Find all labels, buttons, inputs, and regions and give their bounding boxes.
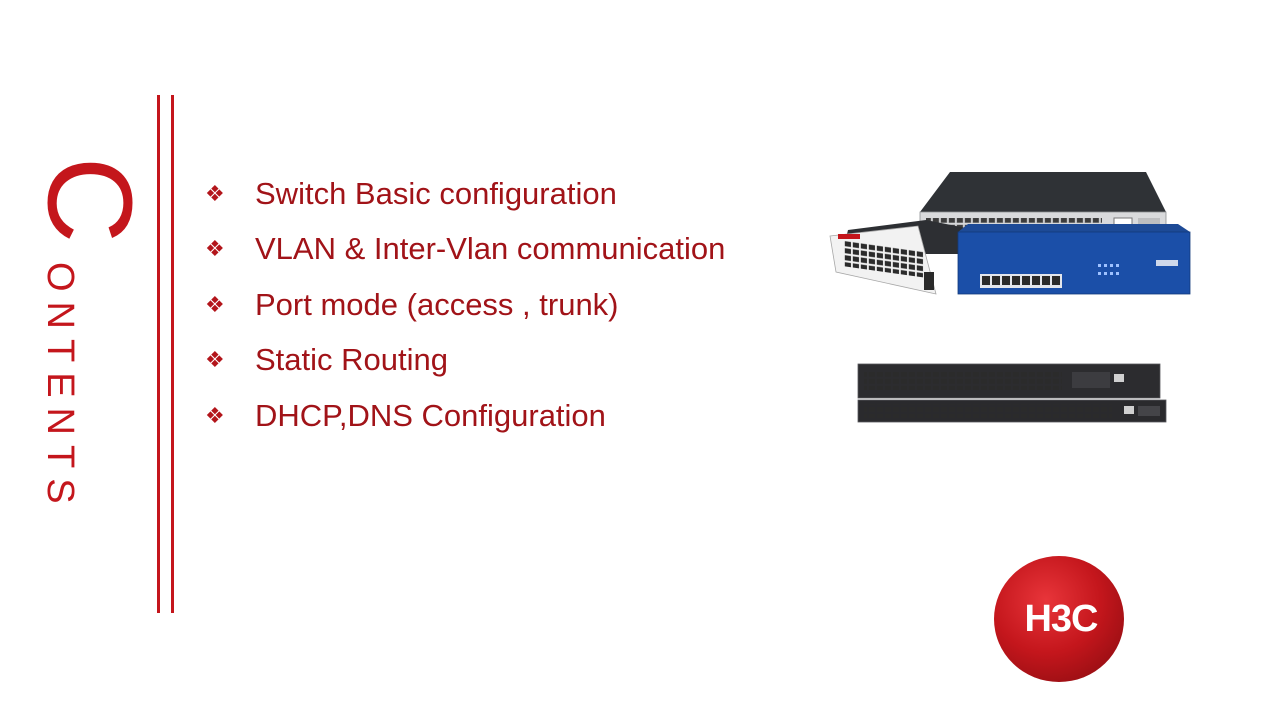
list-item-text: Static Routing [255,342,448,378]
list-item: ❖ DHCP,DNS Configuration [205,388,725,444]
list-item: ❖ Static Routing [205,333,725,389]
title-rest: ONTENTS [39,262,81,514]
list-item-text: Switch Basic configuration [255,175,617,211]
bullet-diamond-icon: ❖ [205,236,225,262]
bullet-diamond-icon: ❖ [205,180,225,206]
bullet-diamond-icon: ❖ [205,291,225,317]
title-first-letter: C [28,157,156,244]
switch-top-cover [920,172,1166,212]
list-item-text: Port mode (access , trunk) [255,286,619,322]
svg-text:H3C: H3C [1024,598,1098,640]
bullet-diamond-icon: ❖ [205,402,225,428]
contents-list: ❖ Switch Basic configuration ❖ VLAN & In… [205,166,725,444]
divider-line-left [157,95,160,613]
list-item: ❖ Switch Basic configuration [205,166,725,222]
h3c-logo: H3C [994,556,1124,682]
divider-line-right [171,95,174,613]
title-first-letter-text: C [28,157,156,244]
list-item-text: DHCP,DNS Configuration [255,397,606,433]
bullet-diamond-icon: ❖ [205,347,225,373]
list-item: ❖ VLAN & Inter-Vlan communication [205,222,725,278]
list-item-text: VLAN & Inter-Vlan communication [255,231,726,267]
switch-blue-top [958,224,1190,232]
network-switches-image [829,172,1191,423]
list-item: ❖ Port mode (access , trunk) [205,277,725,333]
